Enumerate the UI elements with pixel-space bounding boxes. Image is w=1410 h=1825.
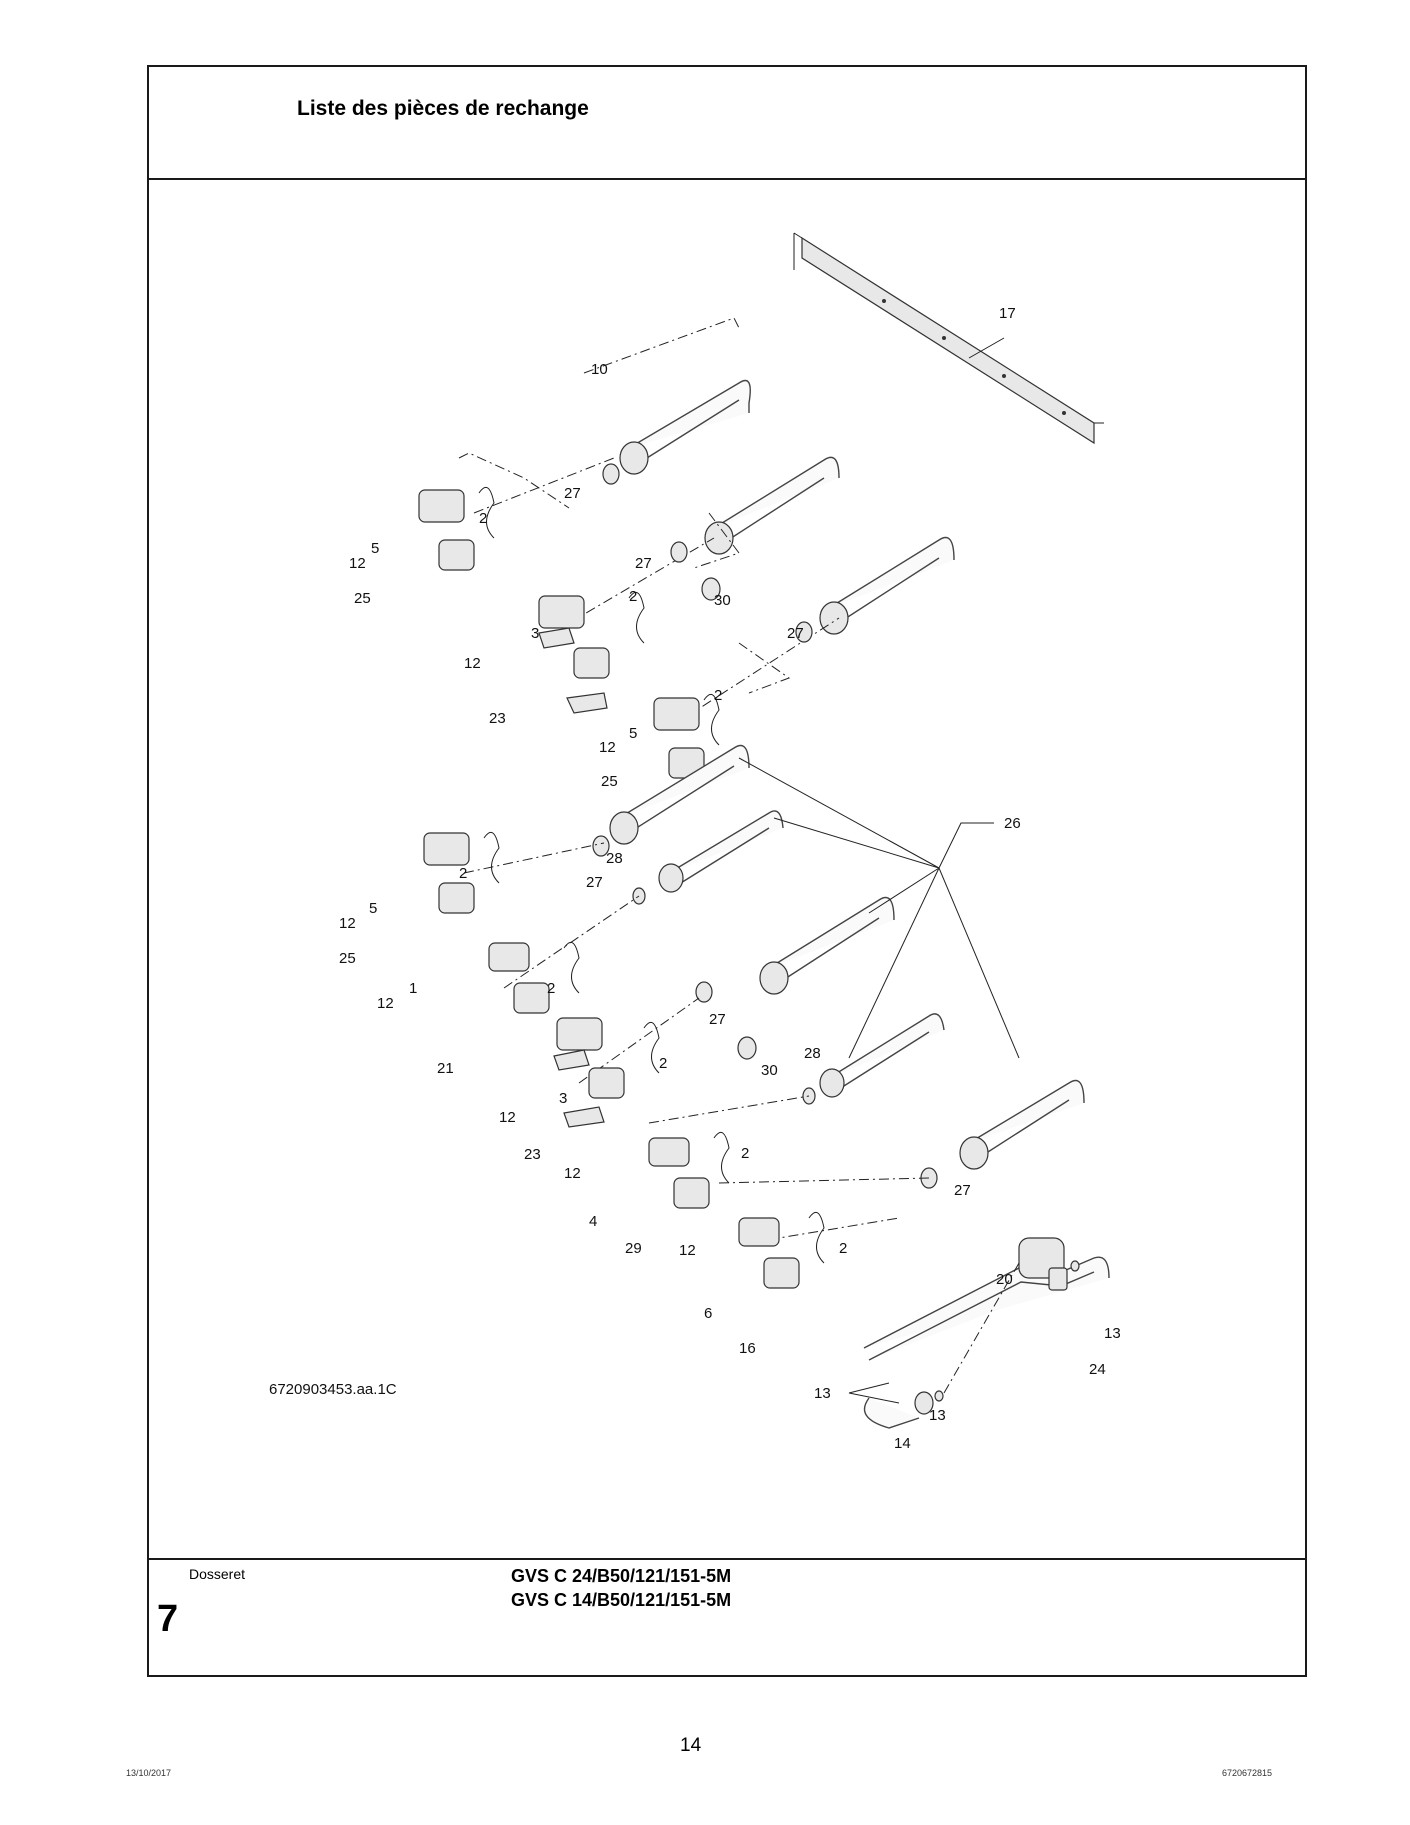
callout-4: 4 (589, 1213, 597, 1230)
page-number: 14 (680, 1735, 702, 1756)
chapter-number: 7 (157, 1598, 179, 1640)
footer: Dosseret 7 GVS C 24/B50/121/151-5M GVS C… (149, 1558, 1305, 1675)
part-17-rail (793, 232, 1104, 445)
document-number: 6720672815 (1222, 1768, 1273, 1778)
callout-12: 12 (464, 655, 481, 672)
callout-17: 17 (999, 305, 1016, 322)
callout-2: 2 (629, 588, 637, 605)
pump-assembly (848, 1237, 1110, 1429)
page-frame: Liste des pièces de rechange (147, 65, 1307, 1677)
callout-27: 27 (709, 1011, 726, 1028)
callout-12: 12 (349, 555, 366, 572)
callout-5: 5 (629, 725, 637, 742)
model-line-2: GVS C 14/B50/121/151-5M (511, 1590, 732, 1610)
callout-28: 28 (606, 850, 623, 867)
callout-5: 5 (371, 540, 379, 557)
header: Liste des pièces de rechange (149, 67, 1305, 180)
exploded-parts-drawing: 17 10 27 2 5 12 25 27 2 30 3 27 12 23 2 … (149, 178, 1305, 1563)
callout-3: 3 (531, 625, 539, 642)
callout-14: 14 (894, 1435, 911, 1452)
upper-pipe-group (458, 317, 955, 729)
callout-13: 13 (814, 1385, 831, 1402)
section-label: Dosseret (189, 1566, 246, 1582)
lower-valves (423, 831, 825, 1289)
callout-2: 2 (479, 510, 487, 527)
callout-6: 6 (704, 1305, 712, 1322)
callout-25: 25 (339, 950, 356, 967)
callout-2: 2 (547, 980, 555, 997)
callout-2: 2 (839, 1240, 847, 1257)
figure-code: 6720903453.aa.1C (269, 1381, 397, 1398)
callout-12: 12 (564, 1165, 581, 1182)
callout-23: 23 (489, 710, 506, 727)
callout-12: 12 (499, 1109, 516, 1126)
callout-2: 2 (714, 687, 722, 704)
callout-29: 29 (625, 1240, 642, 1257)
callout-23: 23 (524, 1146, 541, 1163)
callout-24: 24 (1089, 1361, 1106, 1378)
callout-27: 27 (954, 1182, 971, 1199)
callout-25: 25 (354, 590, 371, 607)
middle-pipe-group (463, 744, 1085, 1244)
callout-27: 27 (635, 555, 652, 572)
page-title: Liste des pièces de rechange (297, 97, 589, 120)
callout-12: 12 (599, 739, 616, 756)
callout-labels: 17 10 27 2 5 12 25 27 2 30 3 27 12 23 2 … (269, 305, 1121, 1452)
callout-12: 12 (377, 995, 394, 1012)
upper-valves (418, 486, 720, 779)
callout-27: 27 (564, 485, 581, 502)
callout-26: 26 (1004, 815, 1021, 832)
callout-2: 2 (659, 1055, 667, 1072)
callout-30: 30 (761, 1062, 778, 1079)
callout-3: 3 (559, 1090, 567, 1107)
callout-1: 1 (409, 980, 417, 997)
callout-10: 10 (591, 361, 608, 378)
callout-2: 2 (741, 1145, 749, 1162)
callout-12: 12 (339, 915, 356, 932)
callout-27: 27 (787, 625, 804, 642)
callout-12: 12 (679, 1242, 696, 1259)
callout-5: 5 (369, 900, 377, 917)
callout-25: 25 (601, 773, 618, 790)
model-line-1: GVS C 24/B50/121/151-5M (511, 1566, 732, 1586)
callout-13: 13 (1104, 1325, 1121, 1342)
print-date: 13/10/2017 (126, 1768, 172, 1778)
callout-16: 16 (739, 1340, 756, 1357)
callout-2: 2 (459, 865, 467, 882)
callout-13: 13 (929, 1407, 946, 1424)
callout-27: 27 (586, 874, 603, 891)
callout-28: 28 (804, 1045, 821, 1062)
callout-30: 30 (714, 592, 731, 609)
callout-21: 21 (437, 1060, 454, 1077)
parts-diagram: 17 10 27 2 5 12 25 27 2 30 3 27 12 23 2 … (269, 232, 1121, 1452)
callout-20: 20 (996, 1271, 1013, 1288)
